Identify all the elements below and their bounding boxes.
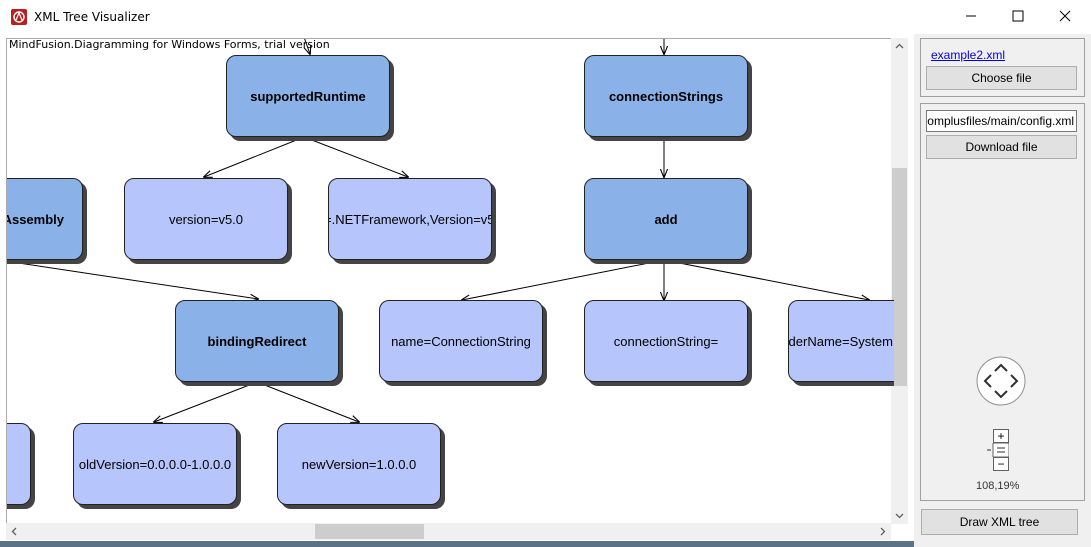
edge-runtime-version <box>204 136 305 177</box>
edge-runtime-sku <box>303 136 408 177</box>
pan-arrows-icon[interactable] <box>975 355 1027 407</box>
horizontal-scrollbar[interactable] <box>6 523 891 540</box>
edge-redirect-old-version <box>154 381 258 422</box>
vertical-scroll-thumb[interactable] <box>892 168 907 386</box>
right-panel: example2.xml Choose file https://raw.git… <box>914 34 1091 547</box>
edge-into-supported-runtime <box>304 39 310 54</box>
edge-add-name <box>462 259 665 300</box>
close-button[interactable] <box>1045 4 1085 30</box>
node-supported-runtime[interactable]: supportedRuntime <box>226 55 390 137</box>
close-icon <box>1059 10 1071 22</box>
file-link[interactable]: example2.xml <box>931 48 1006 62</box>
diagram-canvas[interactable]: MindFusion.Diagramming for Windows Forms… <box>6 38 895 524</box>
horizontal-scroll-thumb[interactable] <box>315 524 424 539</box>
chevron-left-icon[interactable] <box>10 527 19 536</box>
download-group: https://raw.githubusercontent.com/.../to… <box>920 103 1085 501</box>
window-title: XML Tree Visualizer <box>34 10 150 24</box>
vertical-scrollbar[interactable] <box>891 38 908 524</box>
app-icon <box>11 9 27 25</box>
node-name[interactable]: name=ConnectionString <box>379 300 543 382</box>
maximize-icon <box>1012 10 1024 22</box>
node-binding-redirect[interactable]: bindingRedirect <box>175 300 339 382</box>
maximize-button[interactable] <box>998 4 1038 30</box>
node-connection-string[interactable]: connectionString= <box>584 300 748 382</box>
node-old-version[interactable]: oldVersion=0.0.0.0-1.0.0.0 <box>73 423 237 505</box>
zoom-slider[interactable] <box>987 443 1009 457</box>
chevron-up-icon[interactable] <box>895 42 904 51</box>
download-file-button[interactable]: Download file <box>926 135 1077 159</box>
node-add[interactable]: add <box>584 178 748 260</box>
zoom-out-button[interactable]: − <box>993 457 1009 471</box>
zoom-in-button[interactable]: + <box>993 429 1009 443</box>
node-partial-left[interactable] <box>7 423 31 505</box>
edge-redirect-new-version <box>256 381 359 422</box>
tree-edges <box>7 39 895 524</box>
title-bar: XML Tree Visualizer <box>0 0 1091 34</box>
node-assembly[interactable]: Assembly <box>7 178 83 260</box>
choose-file-button[interactable]: Choose file <box>926 66 1077 90</box>
node-new-version[interactable]: newVersion=1.0.0.0 <box>277 423 441 505</box>
desktop-edge <box>0 541 914 547</box>
trial-notice: MindFusion.Diagramming for Windows Forms… <box>9 38 330 51</box>
edge-assembly-redirect <box>7 260 258 299</box>
node-provider-name[interactable]: providerName=System.Data.SqlClient <box>788 300 894 382</box>
node-version[interactable]: version=v5.0 <box>124 178 288 260</box>
minimize-icon <box>966 15 976 17</box>
file-group: example2.xml Choose file <box>920 38 1085 97</box>
chevron-right-icon[interactable] <box>878 527 887 536</box>
node-sku[interactable]: sku=.NETFramework,Version=v5.0.1 <box>328 178 492 260</box>
node-connection-strings[interactable]: connectionStrings <box>584 55 748 137</box>
url-input[interactable]: https://raw.githubusercontent.com/.../to… <box>926 110 1077 132</box>
edge-add-provider <box>663 259 869 300</box>
minimize-button[interactable] <box>951 4 991 30</box>
draw-xml-tree-button[interactable]: Draw XML tree <box>921 509 1078 535</box>
chevron-down-icon[interactable] <box>895 511 904 520</box>
zoom-percentage: 108,19% <box>976 480 1020 492</box>
